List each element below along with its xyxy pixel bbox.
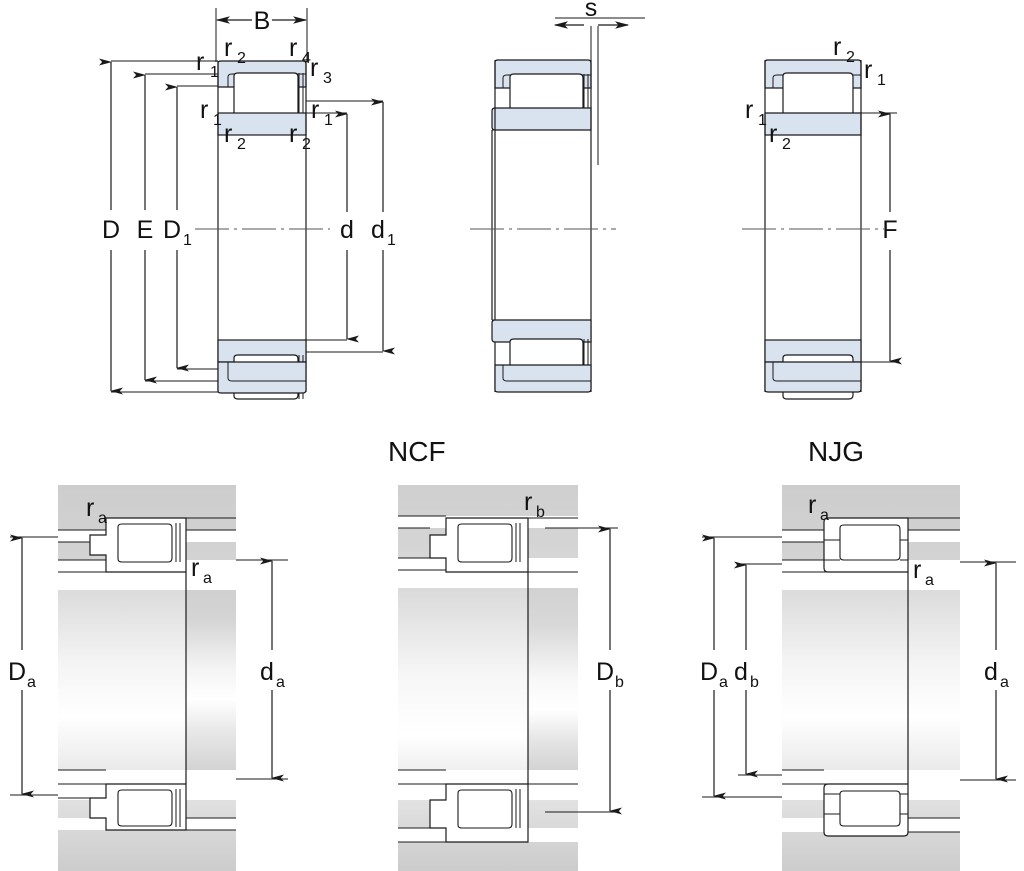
dimension-label-Da-bl: D xyxy=(8,658,26,686)
shaft-shading-bc xyxy=(528,572,578,784)
dimension-sub-da-br: a xyxy=(1000,674,1009,691)
dimension-label-d: d xyxy=(340,216,354,244)
dimension-label-D1: D xyxy=(163,216,181,244)
dimension-Da-br: D a xyxy=(700,534,782,800)
dimension-sub-d1: 1 xyxy=(387,232,396,249)
dimension-label-db-br: d xyxy=(734,658,748,686)
dimension-label-B: B xyxy=(254,7,271,35)
dimension-label-E: E xyxy=(137,216,154,244)
chamfer-label-r1-inner-left: r xyxy=(200,96,208,124)
fillet-label-ra-mid-bl: r xyxy=(191,554,199,582)
bl-bearing-top xyxy=(58,517,236,573)
bl-fillet-labels: r a r a xyxy=(86,494,212,587)
chamfer-label-r2-top-left: r xyxy=(224,34,232,62)
chamfer-sub-r2-bottom-right: 2 xyxy=(302,136,311,153)
br-bearing-top xyxy=(782,517,960,573)
fillet-sub-ra-upper-br: a xyxy=(820,507,829,524)
dimension-db-br: d b xyxy=(734,561,782,778)
br-fillet-labels: r a r a xyxy=(808,491,934,589)
chamfer-sub-r2-bottom-left: 2 xyxy=(237,136,246,153)
dimension-label-F: F xyxy=(882,216,897,244)
njg-chamfer-label-r1-left: r xyxy=(745,96,753,124)
fillet-label-ra-mid-br: r xyxy=(913,556,921,584)
view-top-left: B xyxy=(99,7,396,400)
njg-roller-top xyxy=(782,72,854,118)
dimension-label-s: s xyxy=(585,0,598,22)
fillet-sub-ra-mid-br: a xyxy=(925,572,934,589)
chamfer-labels-top-right: r 2 r 1 r 1 r 2 xyxy=(745,33,886,153)
chamfer-labels-top-left: r 1 r 2 r 4 r 3 r 1 r 2 r 2 r 1 xyxy=(196,34,333,153)
br-bearing-bottom xyxy=(782,769,960,837)
njg-chamfer-sub-r2-top: 2 xyxy=(846,49,855,66)
chamfer-label-r2-bottom-right: r xyxy=(289,120,297,148)
fillet-label-rb-bc: r xyxy=(524,488,532,516)
center-outer-ring-bottom xyxy=(494,364,592,393)
chamfer-label-r1-inner-right: r xyxy=(311,96,319,124)
chamfer-sub-r4-top-right: 4 xyxy=(302,50,311,67)
chamfer-sub-r2-top-left: 2 xyxy=(237,50,246,67)
view-bottom-left: r a r a D a d a xyxy=(8,485,288,871)
dimension-label-Da-br: D xyxy=(700,658,718,686)
dimension-sub-Da-br: a xyxy=(719,674,728,691)
shaft-shading-bl xyxy=(186,572,236,784)
bc-bearing-top xyxy=(398,515,578,573)
njg-chamfer-label-r2-left-lower: r xyxy=(769,120,777,148)
njg-outer-ring-bottom xyxy=(764,361,862,393)
chamfer-sub-r1-inner-right: 1 xyxy=(324,112,333,129)
center-inner-ring-top xyxy=(491,107,592,131)
chamfer-label-r3-right: r xyxy=(310,54,318,82)
dimension-sub-Da-bl: a xyxy=(27,674,36,691)
dimension-Db-bc: D b xyxy=(545,525,624,815)
dimension-label-d1: d xyxy=(371,216,385,244)
fillet-label-ra-upper-bl: r xyxy=(86,494,94,522)
dimension-sub-D1: 1 xyxy=(183,232,192,249)
dimension-stack-outer: D E D 1 xyxy=(99,58,218,395)
dimension-sub-db-br: b xyxy=(750,674,759,691)
fillet-label-ra-upper-br: r xyxy=(808,491,816,519)
fillet-sub-rb-bc: b xyxy=(536,504,545,521)
chamfer-label-r1-outer-top: r xyxy=(196,48,204,76)
ncf-outer-ring-bottom xyxy=(217,361,307,394)
dimension-B: B xyxy=(215,7,308,62)
dimension-Da-bl: D a xyxy=(8,534,58,798)
chamfer-label-r2-bottom-left: r xyxy=(224,120,232,148)
bl-bearing-bottom xyxy=(58,769,236,831)
njg-inner-ring-top xyxy=(764,112,862,136)
chamfer-label-r4-top-right: r xyxy=(289,34,297,62)
njg-chamfer-sub-r1-top-right: 1 xyxy=(877,72,886,89)
chamfer-sub-r3-right: 3 xyxy=(323,70,332,87)
ncf-roller-top xyxy=(233,72,304,118)
chamfer-sub-r1-outer-top: 1 xyxy=(210,64,219,81)
bearing-type-label-njg: NJG xyxy=(808,436,864,467)
dimension-label-D: D xyxy=(102,216,120,244)
bearing-type-label-ncf: NCF xyxy=(388,436,446,467)
njg-chamfer-label-r2-top: r xyxy=(833,33,841,61)
bc-fillet-labels: r b xyxy=(524,488,545,521)
dimension-label-da-br: d xyxy=(984,658,998,686)
dimension-label-da-bl: d xyxy=(260,658,274,686)
njg-chamfer-sub-r2-left-lower: 2 xyxy=(782,136,791,153)
fillet-sub-ra-upper-bl: a xyxy=(98,510,107,527)
view-top-right: r 2 r 1 r 1 r 2 F xyxy=(742,33,902,400)
bc-bearing-bottom xyxy=(398,769,578,843)
chamfer-sub-r1-inner-left: 1 xyxy=(213,112,222,129)
dimension-F: F xyxy=(861,110,902,365)
dimension-da-bl: d a xyxy=(236,557,288,782)
view-bottom-center: r b D b xyxy=(398,485,624,871)
dimension-sub-da-bl: a xyxy=(276,674,285,691)
dimension-stack-inner: d d 1 xyxy=(306,98,396,355)
view-bottom-right: r a r a D a d b d xyxy=(700,485,1016,871)
center-inner-ring-bottom xyxy=(491,319,592,343)
center-roller-top xyxy=(509,73,589,113)
dimension-da-br: d a xyxy=(960,559,1016,783)
fillet-sub-ra-mid-bl: a xyxy=(203,570,212,587)
dimension-label-Db-bc: D xyxy=(596,658,614,686)
dimension-sub-Db-bc: b xyxy=(615,674,624,691)
view-top-center: s xyxy=(470,0,645,393)
njg-chamfer-sub-r1-left: 1 xyxy=(758,112,767,129)
njg-chamfer-label-r1-top-right: r xyxy=(864,56,872,84)
